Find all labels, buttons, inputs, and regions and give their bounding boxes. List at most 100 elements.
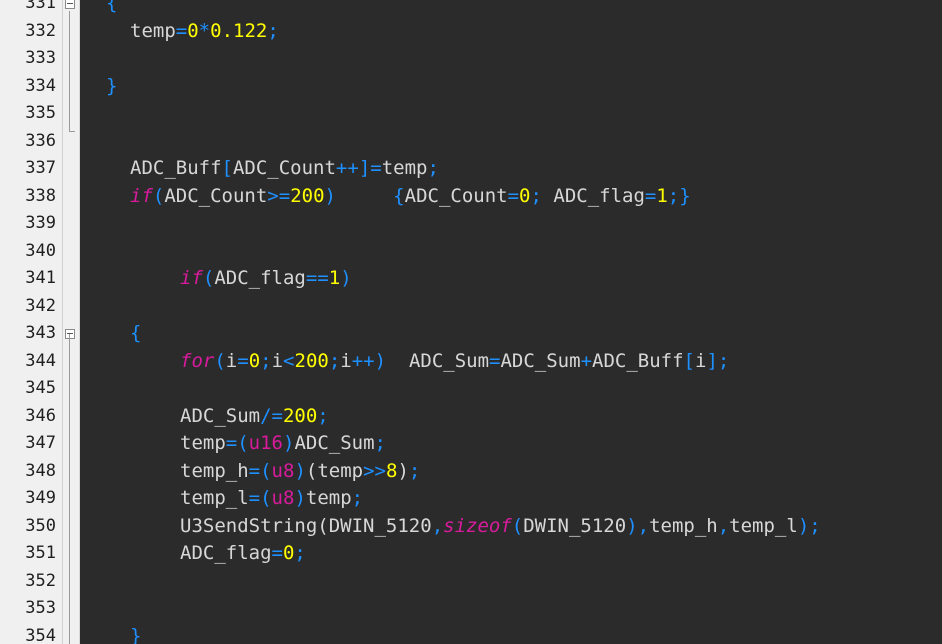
- code-token-ident: ADC_Buff: [130, 157, 222, 179]
- code-token-ident: ADC_flag: [553, 184, 645, 207]
- code-token-num: 0: [282, 542, 295, 564]
- code-token-bracket: ]: [358, 157, 371, 179]
- code-token-ident: (: [317, 514, 329, 537]
- code-token-ident: temp_l: [180, 487, 249, 509]
- code-token-bracket: [: [683, 349, 695, 372]
- code-token-op: =: [489, 349, 501, 372]
- code-token-bracket: (: [260, 459, 272, 482]
- code-token-ident: ADC_Count: [404, 184, 508, 207]
- code-token-op: =: [225, 432, 238, 454]
- code-line: {: [130, 320, 141, 348]
- code-token-bracket: ): [294, 487, 306, 509]
- line-number: 351: [25, 543, 56, 563]
- code-token-bracket: (: [152, 184, 165, 207]
- line-number: 334: [25, 75, 56, 96]
- code-token-kw: for: [180, 349, 215, 372]
- code-token-op: ++: [351, 349, 375, 372]
- code-token-bracket: {: [106, 0, 118, 14]
- fold-toggle-icon[interactable]: [65, 329, 75, 339]
- code-token-op: ;: [667, 184, 680, 207]
- code-line: ADC_flag=0;: [180, 540, 306, 568]
- code-token-op: =: [271, 542, 283, 564]
- line-number: 341: [25, 268, 56, 288]
- line-number: 339: [25, 213, 56, 233]
- code-token-ident: ): [397, 459, 409, 482]
- code-token-op: >=: [267, 184, 291, 207]
- code-line: ADC_Buff[ADC_Count++]=temp;: [130, 155, 439, 183]
- code-token-op: ;: [351, 487, 364, 509]
- code-line: if(ADC_flag==1): [180, 265, 352, 293]
- line-number: 353: [25, 598, 56, 618]
- code-token-op: ;: [328, 349, 341, 372]
- code-line: for(i=0;i<200;i++) ADC_Sum=ADC_Sum+ADC_B…: [180, 348, 729, 376]
- code-token-op: ,: [431, 514, 444, 537]
- code-token-num: 200: [282, 404, 318, 427]
- code-token-type: u8: [271, 487, 295, 509]
- code-token-ident: ADC_Count: [232, 157, 336, 179]
- code-token-kw: sizeof: [443, 514, 512, 537]
- code-token-ident: ADC_Sum: [180, 404, 261, 427]
- code-token-num: 1: [656, 184, 668, 207]
- code-token-op: =: [507, 184, 520, 207]
- code-token-op: ;: [427, 157, 439, 179]
- code-token-kw: if: [130, 184, 153, 207]
- code-token-num: 8: [385, 459, 398, 482]
- code-token-ident: temp: [381, 157, 428, 179]
- code-token-ident: temp_h: [180, 459, 249, 482]
- line-number: 336: [25, 130, 56, 151]
- code-token-num: 0: [519, 184, 531, 207]
- code-token-bracket: {: [393, 184, 405, 207]
- code-token-ident: temp_l: [729, 514, 798, 537]
- code-token-op: ;: [717, 349, 730, 372]
- code-token-ident: i: [271, 349, 284, 372]
- code-token-op: ;: [408, 459, 421, 482]
- code-token-op: /=: [260, 404, 283, 427]
- code-token-num: 0.122: [210, 19, 268, 42]
- code-token-op: <: [283, 349, 295, 372]
- code-token-ident: ADC_Sum: [500, 349, 581, 372]
- code-token-op: =: [370, 157, 382, 179]
- line-number: 337: [25, 158, 56, 178]
- fold-toggle-icon[interactable]: [65, 0, 75, 9]
- code-token-num: 0: [187, 19, 199, 42]
- code-token-ident: temp: [130, 19, 176, 42]
- code-token-bracket: );: [797, 514, 821, 537]
- code-line: temp_h=(u8)(temp>>8);: [180, 458, 420, 486]
- code-token-kw: if: [180, 267, 203, 289]
- line-number: 340: [25, 240, 56, 261]
- code-token-bracket: [: [221, 157, 233, 179]
- code-token-bracket: ): [283, 432, 295, 454]
- code-token-bracket: (: [214, 349, 226, 372]
- code-line: }: [130, 623, 141, 644]
- code-token-ident: temp_h: [649, 514, 718, 537]
- code-token-bracket: (: [260, 487, 272, 509]
- code-token-op: =: [248, 459, 261, 482]
- fold-guide: [69, 11, 70, 131]
- code-token-op: >>: [363, 459, 386, 482]
- code-token-op: ;: [374, 432, 386, 454]
- code-line: {: [106, 0, 117, 18]
- line-number: 332: [25, 20, 56, 41]
- code-line: temp_l=(u8)temp;: [180, 485, 363, 513]
- code-area[interactable]: {temp=0*0.122;}ADC_Buff[ADC_Count++]=tem…: [80, 0, 942, 644]
- code-token-op: ==: [305, 267, 329, 289]
- code-token-ident: ADC_Sum: [386, 349, 490, 372]
- code-token-ident: temp: [180, 432, 226, 454]
- code-token-bracket: }: [106, 74, 118, 97]
- code-token-bracket: ]: [706, 349, 718, 372]
- code-token-type: u16: [248, 432, 283, 454]
- code-token-num: 200: [290, 184, 325, 207]
- code-token-ident: i: [225, 349, 238, 372]
- line-number: 342: [25, 295, 56, 316]
- code-token-op: ;: [294, 542, 306, 564]
- fold-margin: [63, 0, 80, 644]
- code-token-bracket: (: [202, 267, 215, 289]
- code-token-ident: ADC_Sum: [294, 432, 375, 454]
- code-token-op: ;: [267, 19, 279, 42]
- code-token-bracket: (: [511, 514, 524, 537]
- line-number: 346: [25, 405, 56, 426]
- code-token-op: ++: [335, 157, 359, 179]
- code-token-bracket: }: [679, 184, 691, 207]
- code-token-ident: (temp: [305, 459, 364, 482]
